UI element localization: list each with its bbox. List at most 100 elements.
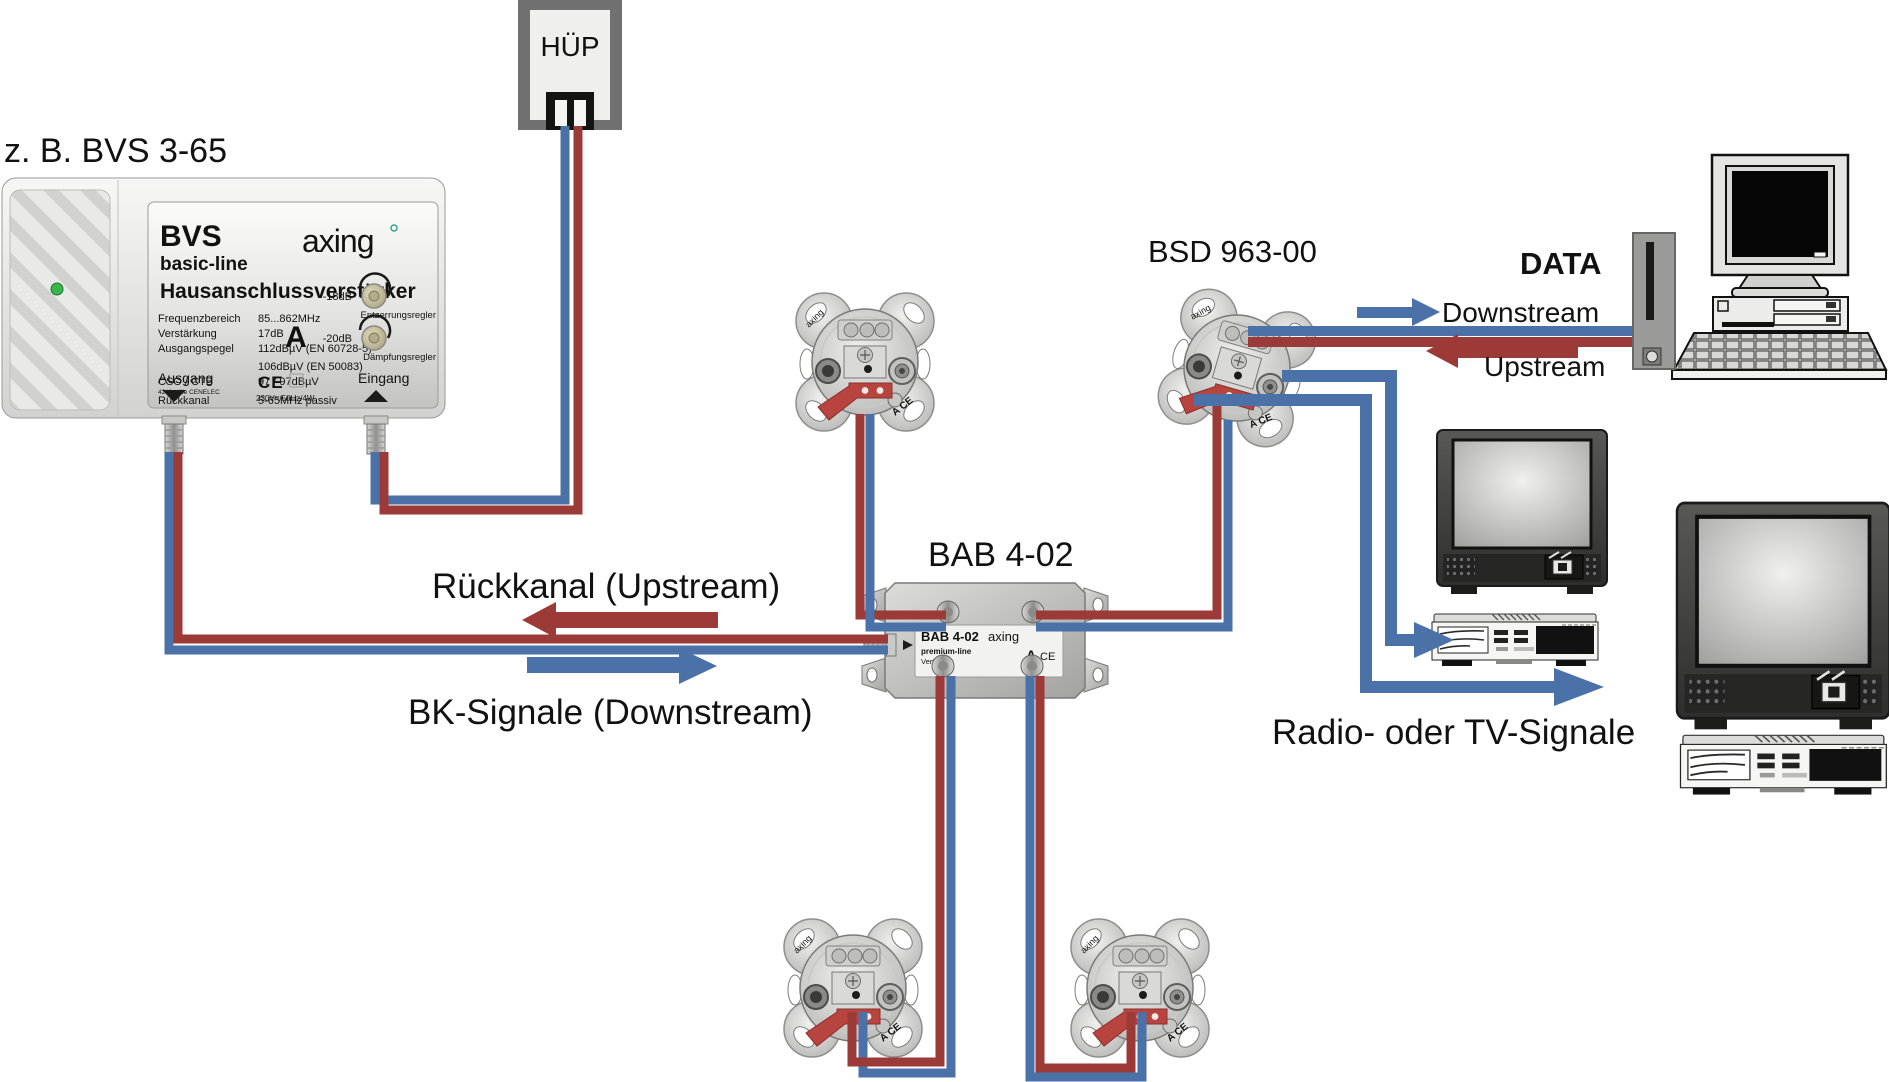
splitter-in-arrow-icon xyxy=(903,640,913,650)
input-connector-thread-lines xyxy=(367,429,385,449)
cable-splitter-outletB-upstream xyxy=(1035,676,1136,1073)
case-vent xyxy=(1722,322,1774,327)
amplifier-brand-mark xyxy=(390,224,398,232)
spec-val-0: 85...862MHz xyxy=(258,313,320,325)
outlet-mid xyxy=(795,292,935,432)
cable-bsd-receiver1 xyxy=(1282,370,1416,646)
splitter-input-nut xyxy=(885,633,897,657)
amplifier-heatsink xyxy=(9,189,111,411)
protection-class-icon xyxy=(289,373,304,388)
output-connector xyxy=(161,415,187,455)
cable-splitter-outletA-upstream xyxy=(847,676,945,1067)
spec-val-1: 17dB xyxy=(258,328,284,340)
modem-slot xyxy=(1646,242,1654,320)
power-rating: 230V~/50Hz/4W xyxy=(256,394,315,403)
output-connector-thread xyxy=(164,423,184,455)
tv-large xyxy=(1677,503,1889,729)
equalizer-knob xyxy=(358,272,392,309)
input-connector-thread xyxy=(366,423,386,455)
ce-mark: CE xyxy=(258,373,284,392)
upstream-label: Upstream xyxy=(1484,351,1605,382)
equalizer-value: -18dB xyxy=(323,291,352,303)
hup-box: HÜP xyxy=(518,0,622,130)
keyboard xyxy=(1672,332,1888,371)
amplifier-line: basic-line xyxy=(160,254,248,275)
bk-signale-label: BK-Signale (Downstream) xyxy=(408,693,813,732)
rueckkanal-label: Rückkanal (Upstream) xyxy=(432,567,780,606)
cable-amp-splitter-upstream xyxy=(173,452,888,644)
example-device-label: z. B. BVS 3-65 xyxy=(4,132,227,170)
modem-button-circle xyxy=(1646,350,1658,363)
splitter-brand: axing xyxy=(988,629,1019,644)
radio-tv-label: Radio- oder TV-Signale xyxy=(1272,713,1635,752)
splitter-input-thread-lines xyxy=(867,637,884,653)
cable-splitter-bsd-upstream xyxy=(1036,402,1222,620)
spec-val-2: 112dBµV (EN 60728-5) xyxy=(258,343,372,355)
case-drives xyxy=(1773,299,1841,326)
spec-key-5: Rückkanal xyxy=(158,395,209,407)
input-label: Eingang xyxy=(358,370,409,386)
monitor-screen xyxy=(1732,171,1828,257)
input-arrow-icon xyxy=(364,390,388,402)
cable-splitter-outletA-downstream xyxy=(858,676,956,1078)
cable-layer xyxy=(164,126,1645,1082)
attenuator-knob-arc xyxy=(358,314,392,339)
spec-key-0: Frequenzbereich xyxy=(158,313,241,325)
bk-arrow-head xyxy=(679,648,717,684)
arrow-into-tv2 xyxy=(1554,668,1604,706)
flow-arrows xyxy=(522,298,1578,684)
cable-hup-amp-upstream xyxy=(379,126,583,515)
arrow-into-receiver1 xyxy=(1414,622,1454,658)
amplifier-type: Hausanschlussverstärker xyxy=(160,280,416,303)
splitter-port-bottom-right-pin xyxy=(1027,661,1037,671)
spec-key-1: Verstärkung xyxy=(158,328,217,340)
upstream-arrow-head xyxy=(1426,334,1458,368)
output-label: Ausgang xyxy=(158,370,213,386)
case-badge xyxy=(1717,300,1729,312)
splitter-bab: BAB 4-02 axing premium-line Verteiler A … xyxy=(861,582,1109,699)
spec-val-4: 97 / 97dBµV xyxy=(258,376,319,388)
hup-slot-2 xyxy=(574,100,586,126)
outlet-bsd xyxy=(1150,281,1324,455)
hup-label: HÜP xyxy=(540,31,599,62)
amplifier-led xyxy=(50,282,64,296)
downstream-arrow-shaft xyxy=(1357,307,1412,318)
receiver-1 xyxy=(1431,613,1599,667)
cable-splitter-bsd-downstream xyxy=(1036,420,1233,632)
input-connector xyxy=(363,415,389,455)
receiver-2 xyxy=(1679,734,1888,796)
splitter-ce-mark: CE xyxy=(1040,651,1055,663)
attenuator-label: Dämpfungsregler xyxy=(363,352,436,363)
input-connector-nut xyxy=(363,415,389,425)
cable-midoutlet-splitter-upstream xyxy=(855,414,946,620)
equalizer-knob-center xyxy=(368,290,380,302)
amplifier-name: BVS xyxy=(160,220,222,253)
amplifier-brand-logo: axing xyxy=(302,223,374,259)
hup-connector xyxy=(546,92,594,130)
cable-modem xyxy=(1632,232,1676,370)
amplifier-label-plate xyxy=(147,201,439,409)
splitter-caption: BAB 4-02 xyxy=(928,536,1074,574)
rueckkanal-arrow-head xyxy=(522,602,556,638)
cable-amp-splitter-downstream xyxy=(164,452,888,655)
downstream-label: Downstream xyxy=(1442,297,1599,328)
attenuator-knob xyxy=(358,314,392,351)
hup-slot-1 xyxy=(555,100,567,126)
spec-key-2: Ausgangspegel xyxy=(158,343,234,355)
spec-note: 42 Kanäle CENELEC xyxy=(158,389,220,396)
output-arrow-icon xyxy=(162,390,186,402)
monitor-base xyxy=(1731,287,1829,298)
amplifier-class-mark: A xyxy=(285,321,307,354)
computer xyxy=(1671,153,1888,380)
bk-arrow-shaft xyxy=(527,657,679,673)
splitter-line: premium-line xyxy=(921,647,972,656)
rueckkanal-arrow-shaft xyxy=(556,612,718,628)
attenuator-knob-center xyxy=(368,332,380,344)
cable-midoutlet-splitter-downstream xyxy=(865,414,946,632)
amplifier-bvs: BVS basic-line Hausanschlussverstärker a… xyxy=(1,177,446,455)
equalizer-knob-arc xyxy=(358,272,392,297)
cable-splitter-outletB-downstream xyxy=(1025,676,1147,1082)
splitter-port-bottom-left-pin xyxy=(938,661,948,671)
upstream-arrow-shaft xyxy=(1458,344,1578,358)
